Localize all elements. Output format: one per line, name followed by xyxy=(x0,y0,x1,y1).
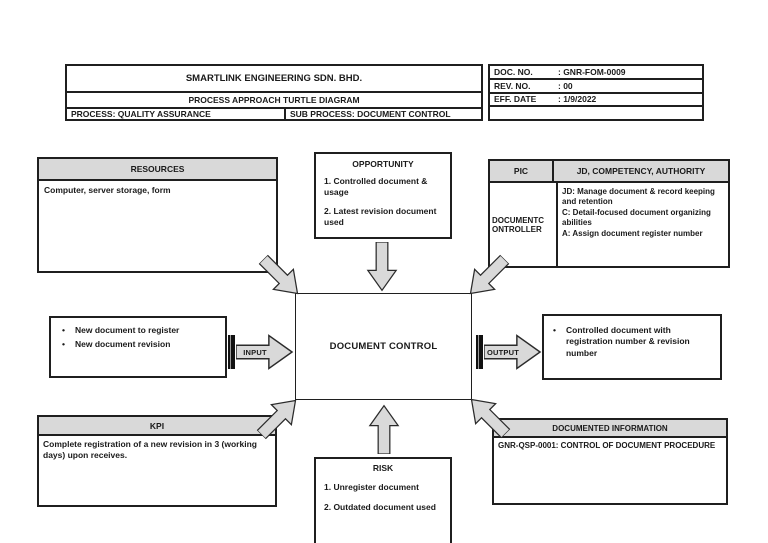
document-title: PROCESS APPROACH TURTLE DIAGRAM xyxy=(67,93,481,109)
opportunity-title: OPPORTUNITY xyxy=(352,159,414,169)
empty-row xyxy=(490,107,702,119)
process-cell: PROCESS: QUALITY ASSURANCE xyxy=(67,109,286,119)
doc-no-row: DOC. NO. : GNR-FOM-0009 xyxy=(490,66,702,80)
pic-detail-competency: C: Detail-focused document organizing ab… xyxy=(562,207,711,228)
process-center-box: DOCUMENT CONTROL xyxy=(295,293,472,400)
pic-detail-authority: A: Assign document register number xyxy=(562,228,703,238)
kpi-box: KPI Complete registration of a new revis… xyxy=(37,415,277,507)
arrow-risk-to-center-icon xyxy=(366,404,402,454)
opportunity-item: 2. Latest revision document used xyxy=(324,206,437,228)
process-row: PROCESS: QUALITY ASSURANCE SUB PROCESS: … xyxy=(67,109,481,119)
pic-table: PIC JD, COMPETENCY, AUTHORITY DOCUMENTC … xyxy=(488,159,730,268)
output-label: OUTPUT xyxy=(486,348,520,357)
output-list-box: Controlled document with registration nu… xyxy=(542,314,722,380)
pic-role: DOCUMENTC ONTROLLER xyxy=(490,183,558,266)
company-name: SMARTLINK ENGINEERING SDN. BHD. xyxy=(67,66,481,94)
risk-item: 2. Outdated document used xyxy=(324,502,436,512)
pic-detail-jd: JD: Manage document & record keeping and… xyxy=(562,187,715,207)
rev-no-row: REV. NO. : 00 xyxy=(490,80,702,94)
risk-box: RISK 1. Unregister document 2. Outdated … xyxy=(314,457,452,543)
pic-header-row: PIC JD, COMPETENCY, AUTHORITY xyxy=(490,161,728,183)
risk-title: RISK xyxy=(372,463,394,473)
header-table-left: SMARTLINK ENGINEERING SDN. BHD. PROCESS … xyxy=(65,64,483,121)
resources-body: Computer, server storage, form xyxy=(44,185,171,195)
arrow-documented-info-to-center-icon xyxy=(458,386,519,447)
eff-date-row: EFF. DATE : 1/9/2022 xyxy=(490,94,702,108)
input-list-box: New document to register New document re… xyxy=(49,316,227,378)
input-arrow: INPUT xyxy=(228,332,296,372)
documented-information-body: GNR-QSP-0001: CONTROL OF DOCUMENT PROCED… xyxy=(498,441,716,450)
input-label: INPUT xyxy=(243,348,267,357)
doc-no-value: : GNR-FOM-0009 xyxy=(558,66,626,77)
arrow-resources-to-center-icon xyxy=(251,247,312,308)
rev-no-label: REV. NO. xyxy=(494,80,531,91)
doc-no-label: DOC. NO. xyxy=(494,66,533,77)
eff-date-label: EFF. DATE xyxy=(494,94,537,105)
documented-information-title: DOCUMENTED INFORMATION xyxy=(494,420,726,438)
right-arrow-icon xyxy=(236,334,294,370)
input-item: New document revision xyxy=(60,339,225,350)
documented-information-box: DOCUMENTED INFORMATION GNR-QSP-0001: CON… xyxy=(492,418,728,505)
output-arrow: OUTPUT xyxy=(476,332,544,372)
input-arrow-bar xyxy=(228,335,235,369)
right-arrow-icon xyxy=(484,334,542,370)
resources-box: RESOURCES Computer, server storage, form xyxy=(37,157,278,273)
arrow-opportunity-to-center-icon xyxy=(364,242,400,292)
opportunity-box: OPPORTUNITY 1. Controlled document & usa… xyxy=(314,152,452,239)
pic-body-row: DOCUMENTC ONTROLLER JD: Manage document … xyxy=(490,183,728,266)
output-item: Controlled document with registration nu… xyxy=(551,325,716,359)
pic-column-header: PIC xyxy=(490,161,554,181)
arrow-kpi-to-center-icon xyxy=(249,387,310,448)
sub-process-cell: SUB PROCESS: DOCUMENT CONTROL xyxy=(290,109,451,119)
arrow-pic-to-center-icon xyxy=(457,247,518,308)
opportunity-item: 1. Controlled document & usage xyxy=(324,176,428,198)
resources-title: RESOURCES xyxy=(39,159,276,181)
eff-date-value: : 1/9/2022 xyxy=(558,94,597,105)
kpi-title: KPI xyxy=(39,417,275,436)
rev-no-value: : 00 xyxy=(558,80,573,91)
jd-competency-authority-header: JD, COMPETENCY, AUTHORITY xyxy=(576,166,706,176)
input-item: New document to register xyxy=(60,325,225,336)
kpi-body: Complete registration of a new revision … xyxy=(43,439,257,461)
risk-item: 1. Unregister document xyxy=(324,482,419,492)
header-table-right: DOC. NO. : GNR-FOM-0009 REV. NO. : 00 EF… xyxy=(488,64,704,121)
pic-details: JD: Manage document & record keeping and… xyxy=(558,183,728,266)
output-arrow-bar xyxy=(476,335,483,369)
